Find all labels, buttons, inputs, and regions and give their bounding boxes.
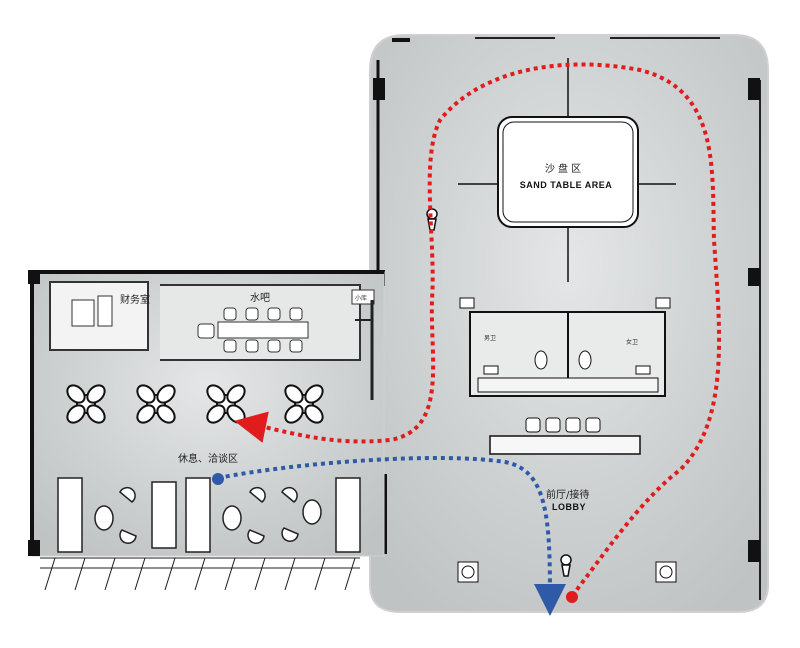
blue-route-path bbox=[217, 455, 566, 616]
red-dot-marker bbox=[566, 591, 578, 603]
entrance-pads bbox=[457, 561, 677, 583]
lobby-en-label: LOBBY bbox=[552, 502, 586, 512]
rest-area-label: 休息、洽谈区 bbox=[178, 452, 238, 465]
blue-dot-marker bbox=[212, 473, 224, 485]
lounge-tables bbox=[66, 384, 324, 424]
water-bar-label: 水吧 bbox=[250, 292, 270, 304]
restrooms: 男卫 女卫 bbox=[459, 297, 671, 397]
storage-label: 小库 bbox=[355, 294, 367, 302]
restroom-female-label: 女卫 bbox=[626, 338, 638, 346]
finance-room-label: 财务室 bbox=[120, 293, 150, 306]
sand-table-cn-label: 沙 盘 区 bbox=[545, 162, 581, 175]
reception-counter bbox=[489, 417, 641, 455]
lounge-seating bbox=[57, 477, 361, 553]
sand-table: 沙 盘 区 SAND TABLE AREA bbox=[458, 58, 676, 282]
lobby-cn-label: 前厅/接待 bbox=[546, 488, 589, 501]
red-route-path bbox=[234, 62, 722, 598]
restroom-male-label: 男卫 bbox=[484, 335, 496, 342]
sand-table-en-label: SAND TABLE AREA bbox=[520, 180, 613, 190]
